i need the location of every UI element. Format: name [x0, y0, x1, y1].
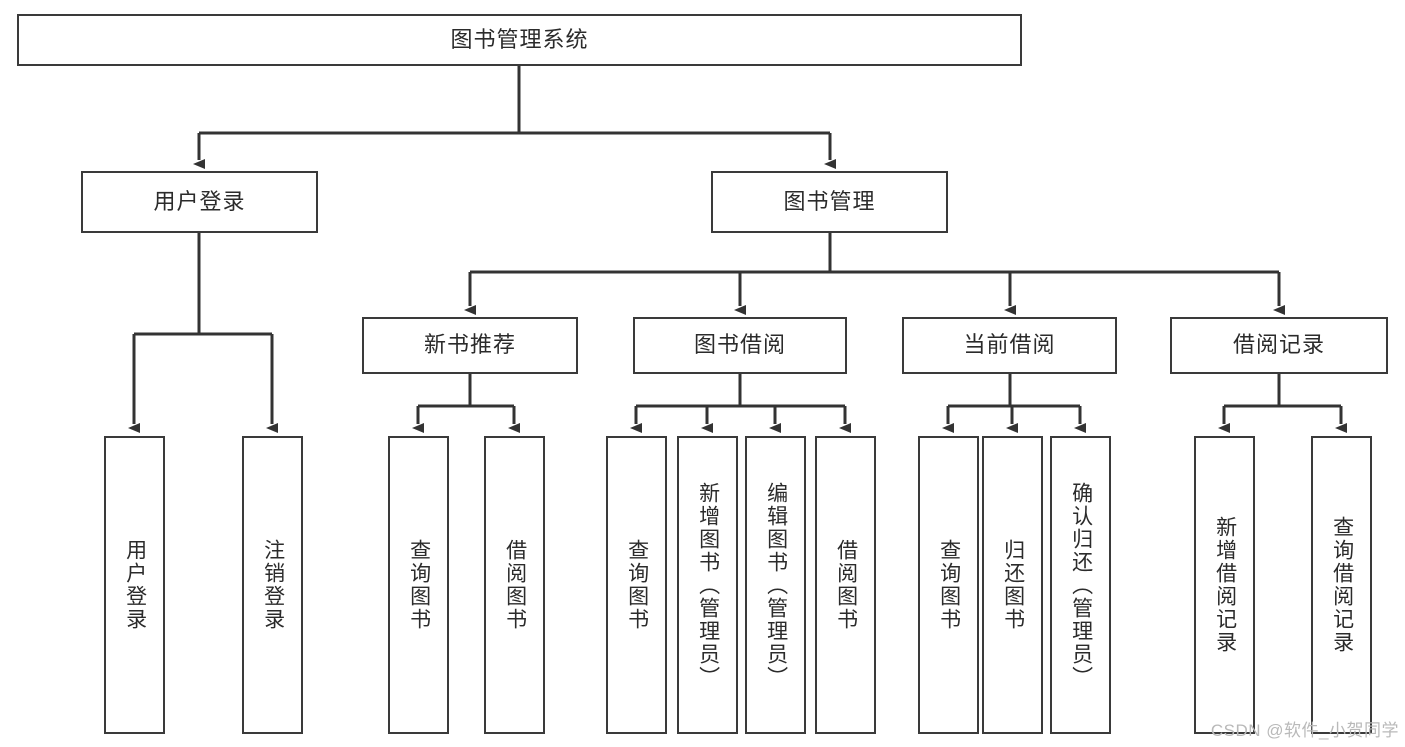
- node-leaf-borrow-book-1[interactable]: 借阅图书: [484, 436, 545, 734]
- node-current-borrow[interactable]: 当前借阅: [902, 317, 1117, 374]
- node-new-book-rec-label: 新书推荐: [423, 332, 516, 358]
- node-root[interactable]: 图书管理系统: [17, 14, 1022, 66]
- node-leaf-add-record[interactable]: 新增借阅记录: [1194, 436, 1255, 734]
- node-user-login[interactable]: 用户登录: [81, 171, 318, 233]
- node-user-login-label: 用户登录: [153, 188, 246, 214]
- node-leaf-borrow-book-2[interactable]: 借阅图书: [815, 436, 876, 734]
- node-leaf-return-book[interactable]: 归还图书: [982, 436, 1043, 734]
- node-root-label: 图书管理系统: [450, 26, 589, 52]
- node-leaf-add-book[interactable]: 新增图书（管理员）: [677, 436, 738, 734]
- node-leaf-query-book-2-label: 查询图书: [625, 539, 649, 631]
- node-leaf-user-login[interactable]: 用户登录: [104, 436, 165, 734]
- node-leaf-user-login-label: 用户登录: [123, 539, 147, 631]
- node-book-borrow-label: 图书借阅: [693, 332, 786, 358]
- node-leaf-query-book-1[interactable]: 查询图书: [388, 436, 449, 734]
- node-leaf-borrow-book-1-label: 借阅图书: [503, 539, 527, 631]
- node-leaf-confirm-return[interactable]: 确认归还（管理员）: [1050, 436, 1111, 734]
- csdn-watermark: CSDN @软件_小贺同学: [1210, 721, 1399, 740]
- node-leaf-borrow-book-2-label: 借阅图书: [834, 539, 858, 631]
- node-new-book-rec[interactable]: 新书推荐: [362, 317, 578, 374]
- node-leaf-query-book-1-label: 查询图书: [407, 539, 431, 631]
- node-borrow-record[interactable]: 借阅记录: [1170, 317, 1388, 374]
- node-leaf-add-record-label: 新增借阅记录: [1213, 516, 1237, 654]
- node-leaf-query-book-3[interactable]: 查询图书: [918, 436, 979, 734]
- node-leaf-query-book-3-label: 查询图书: [937, 539, 961, 631]
- node-book-borrow[interactable]: 图书借阅: [633, 317, 847, 374]
- node-leaf-query-book-2[interactable]: 查询图书: [606, 436, 667, 734]
- node-book-mgmt[interactable]: 图书管理: [711, 171, 948, 233]
- node-leaf-edit-book-label: 编辑图书（管理员）: [764, 481, 788, 689]
- node-current-borrow-label: 当前借阅: [963, 332, 1056, 358]
- node-leaf-confirm-return-label: 确认归还（管理员）: [1069, 481, 1093, 689]
- node-leaf-logout-login[interactable]: 注销登录: [242, 436, 303, 734]
- node-leaf-query-record-label: 查询借阅记录: [1330, 516, 1354, 654]
- node-leaf-query-record[interactable]: 查询借阅记录: [1311, 436, 1372, 734]
- node-leaf-add-book-label: 新增图书（管理员）: [696, 481, 720, 689]
- node-borrow-record-label: 借阅记录: [1232, 332, 1325, 358]
- node-leaf-edit-book[interactable]: 编辑图书（管理员）: [745, 436, 806, 734]
- node-leaf-logout-login-label: 注销登录: [261, 539, 285, 631]
- node-leaf-return-book-label: 归还图书: [1001, 539, 1025, 631]
- node-book-mgmt-label: 图书管理: [783, 188, 876, 214]
